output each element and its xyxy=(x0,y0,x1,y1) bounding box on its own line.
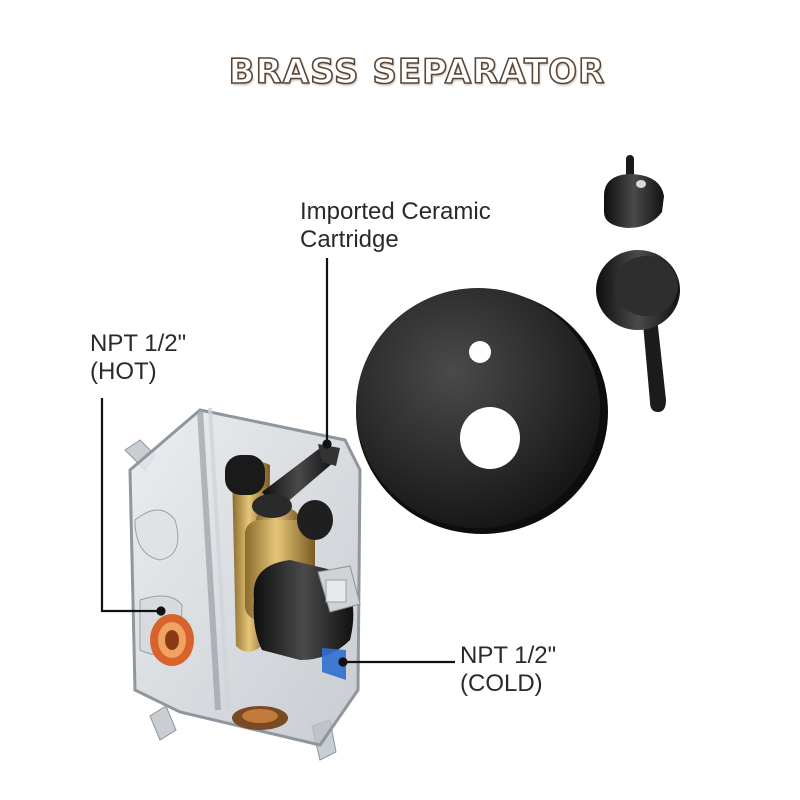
hot-port xyxy=(150,614,194,666)
page-title: BRASS SEPARATOR xyxy=(228,51,606,93)
diverter-knob xyxy=(604,155,664,228)
leader-lines xyxy=(100,258,455,667)
cold-marker xyxy=(322,648,346,680)
trim-plate xyxy=(356,288,608,534)
callout-cold: NPT 1/2" (COLD) xyxy=(460,642,556,698)
ceramic-cartridge xyxy=(252,444,340,518)
bottom-port xyxy=(232,706,288,730)
callout-hot-line2: (HOT) xyxy=(90,358,157,385)
lever-handle xyxy=(596,250,680,412)
bonnet xyxy=(253,560,361,660)
callout-hot-line1: NPT 1/2" xyxy=(90,330,187,357)
cartridge-leader-dot xyxy=(322,439,332,449)
callout-cold-line2: (COLD) xyxy=(460,670,543,697)
callout-cartridge-line2: Cartridge xyxy=(300,226,399,253)
cold-leader-dot xyxy=(338,657,348,667)
callout-cartridge: Imported Ceramic Cartridge xyxy=(300,198,491,254)
callout-cartridge-line1: Imported Ceramic xyxy=(300,198,491,225)
hot-leader-dot xyxy=(156,606,166,616)
hot-leader xyxy=(100,398,158,613)
callout-cold-line1: NPT 1/2" xyxy=(460,642,557,669)
callout-hot: NPT 1/2" (HOT) xyxy=(90,330,186,386)
